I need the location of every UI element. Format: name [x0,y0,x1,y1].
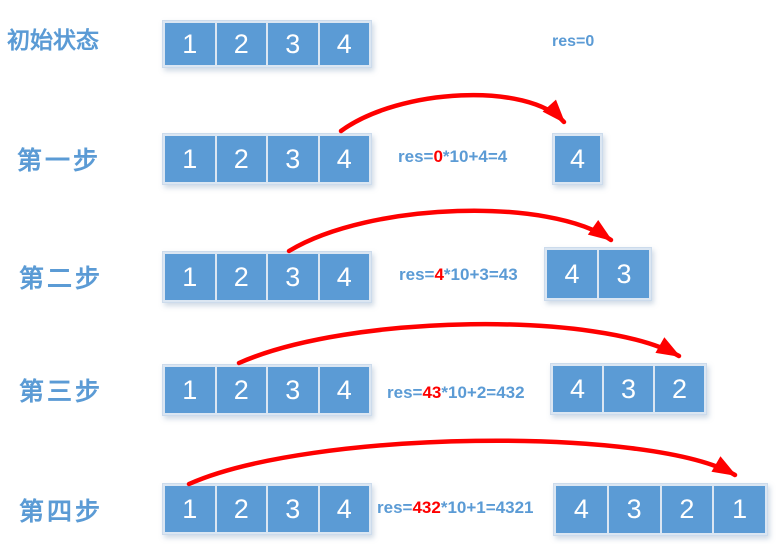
arrow-step-1 [338,92,567,134]
result-array-step2: 4 3 [544,247,652,301]
array-cell: 1 [165,23,215,65]
array-cell: 2 [661,486,713,533]
array-cell: 1 [165,367,215,413]
formula-text: *10+3=43 [443,265,518,284]
result-array-step4: 4 3 2 1 [553,483,768,536]
source-array-step4: 1 2 3 4 [162,483,372,535]
source-array-initial: 1 2 3 4 [162,20,372,68]
step-label-3: 第三步 [19,378,104,406]
formula-text: *10+2=432 [441,383,525,402]
formula-highlight: 4 [434,265,444,284]
formula-text: res= [399,265,435,284]
array-cell: 4 [556,486,607,533]
array-cell: 4 [547,250,597,298]
array-cell: 2 [655,366,704,412]
formula-step1: res=0*10+4=4 [398,147,508,167]
arrow-step-4 [186,438,738,487]
source-array-step2: 1 2 3 4 [162,251,372,303]
array-cell: 3 [268,23,318,65]
array-cell: 4 [319,254,369,300]
array-cell: 1 [165,486,215,532]
array-cell: 2 [216,486,266,532]
formula-step3: res=43*10+2=432 [387,383,525,403]
array-cell: 4 [319,23,369,65]
array-cell: 3 [604,366,653,412]
array-cell: 2 [216,136,266,182]
formula-highlight: 0 [433,147,443,166]
formula-step2: res=4*10+3=43 [399,265,518,285]
step-label-1: 第一步 [17,147,102,175]
array-cell: 4 [319,136,369,182]
array-cell: 1 [714,486,765,533]
arrow-step-2 [286,208,614,254]
formula-initial: res=0 [552,33,594,51]
array-cell: 4 [319,367,369,413]
array-cell: 3 [268,136,318,182]
arrow-step-3 [236,321,682,366]
formula-highlight: 432 [412,498,441,517]
array-cell: 4 [553,366,602,412]
result-array-step1: 4 [552,133,603,185]
formula-text: *10+4=4 [442,147,508,166]
array-cell: 3 [268,486,318,532]
array-cell: 1 [165,254,215,300]
formula-text: res= [377,498,413,517]
array-cell: 3 [268,367,318,413]
array-cell: 1 [165,136,215,182]
array-cell: 4 [555,136,600,182]
formula-text: res= [398,147,434,166]
array-cell: 2 [216,367,266,413]
formula-step4: res=432*10+1=4321 [377,498,534,518]
step-label-4: 第四步 [19,498,104,526]
source-array-step3: 1 2 3 4 [162,364,372,416]
result-array-step3: 4 3 2 [550,363,707,415]
formula-text: res= [387,383,423,402]
array-cell: 2 [216,254,266,300]
source-array-step1: 1 2 3 4 [162,133,372,185]
array-cell: 3 [268,254,318,300]
array-cell: 4 [319,486,369,532]
step-label-2: 第二步 [19,265,104,293]
formula-text: res=0 [552,33,595,50]
formula-highlight: 43 [422,383,442,402]
array-cell: 3 [599,250,649,298]
formula-text: *10+1=4321 [440,498,534,517]
step-label-initial: 初始状态 [7,27,99,53]
array-cell: 3 [608,486,660,533]
array-cell: 2 [216,23,266,65]
